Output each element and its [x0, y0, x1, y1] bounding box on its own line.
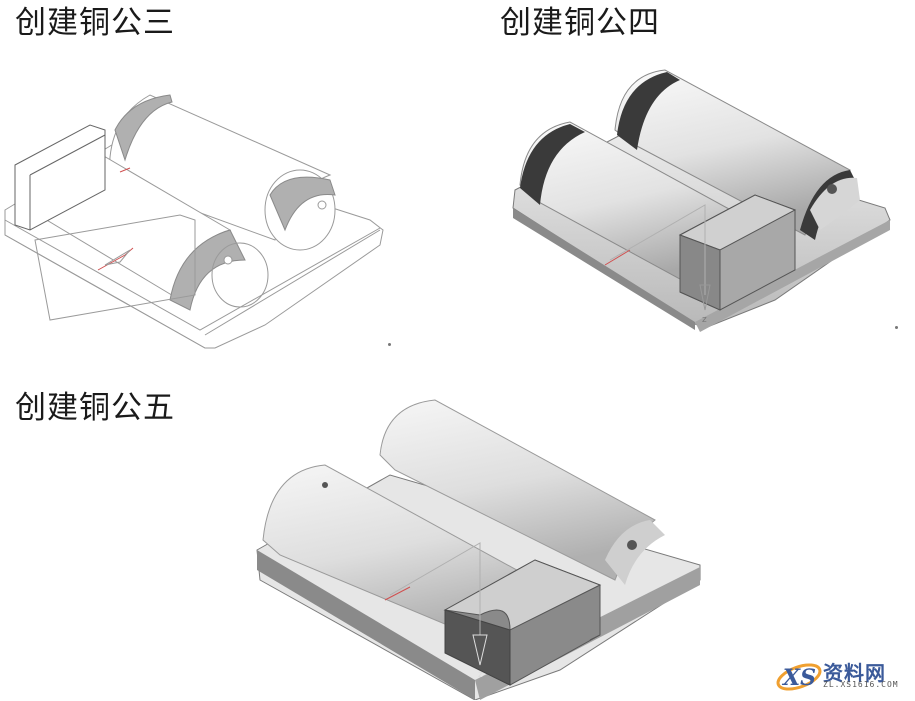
xs-logo-icon: XS — [776, 663, 822, 691]
watermark-url: ZL.XS1616.COM — [823, 680, 899, 689]
svg-text:z: z — [478, 670, 483, 680]
watermark: XS 资料网 ZL.XS1616.COM — [775, 655, 915, 695]
watermark-brand: 资料网 — [823, 661, 886, 685]
svg-text:z: z — [702, 315, 707, 325]
view-origin-marker — [388, 343, 391, 346]
figure-step4-shaded: z — [512, 69, 891, 332]
figure-step5-shaded: z — [256, 399, 701, 700]
caption-step5: 创建铜公五 — [15, 390, 175, 426]
svg-text:XS: XS — [781, 665, 816, 691]
caption-step4: 创建铜公四 — [500, 5, 660, 41]
view-origin-marker — [895, 326, 898, 329]
figure-step3-wireframe — [4, 94, 384, 349]
caption-step3: 创建铜公三 — [15, 5, 175, 41]
